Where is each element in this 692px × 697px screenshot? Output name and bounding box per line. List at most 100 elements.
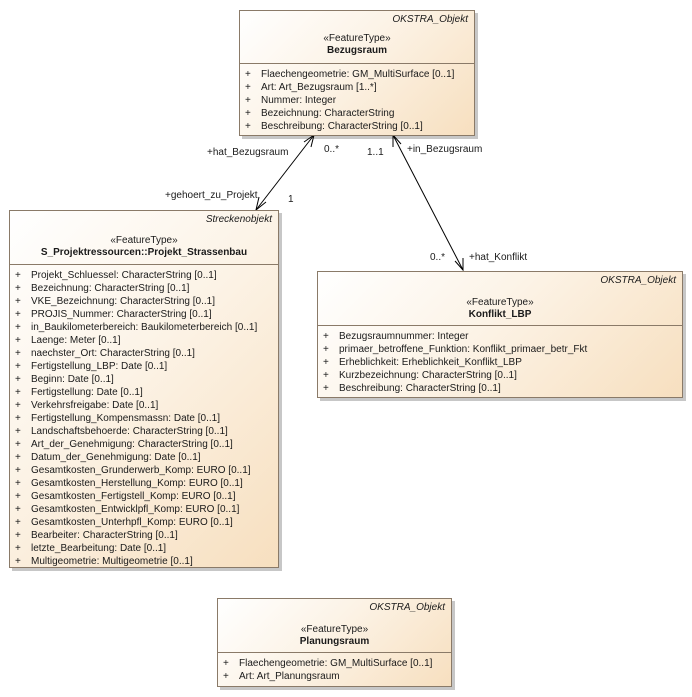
multiplicity-konflikt-end: 0..* bbox=[430, 252, 446, 263]
visibility-marker: + bbox=[245, 121, 251, 132]
attribute-text: Gesamtkosten_Entwicklpfl_Komp: EURO [0..… bbox=[31, 504, 240, 515]
visibility-marker: + bbox=[15, 530, 21, 541]
class-projekt-strassenbau[interactable]: Streckenobjekt «FeatureType» S_Projektre… bbox=[9, 210, 279, 568]
attribute-text: Fertigstellung: Date [0..1] bbox=[31, 387, 143, 398]
visibility-marker: + bbox=[15, 270, 21, 281]
visibility-marker: + bbox=[15, 413, 21, 424]
class-bezugsraum[interactable]: OKSTRA_Objekt «FeatureType» Bezugsraum +… bbox=[239, 10, 475, 136]
attribute-text: primaer_betroffene_Funktion: Konflikt_pr… bbox=[339, 344, 588, 355]
attribute-row[interactable]: +Bezugsraumnummer: Integer bbox=[318, 330, 682, 343]
parent-class-label: OKSTRA_Objekt bbox=[392, 14, 468, 25]
attribute-text: Bezeichnung: CharacterString bbox=[261, 108, 395, 119]
attribute-row[interactable]: +Laenge: Meter [0..1] bbox=[10, 334, 278, 347]
attribute-text: Datum_der_Genehmigung: Date [0..1] bbox=[31, 452, 201, 463]
visibility-marker: + bbox=[15, 504, 21, 515]
attribute-row[interactable]: +naechster_Ort: CharacterString [0..1] bbox=[10, 347, 278, 360]
attribute-row[interactable]: +Kurzbezeichnung: CharacterString [0..1] bbox=[318, 369, 682, 382]
attribute-row[interactable]: +primaer_betroffene_Funktion: Konflikt_p… bbox=[318, 343, 682, 356]
visibility-marker: + bbox=[323, 357, 329, 368]
attribute-row[interactable]: +Projekt_Schluessel: CharacterString [0.… bbox=[10, 269, 278, 282]
attribute-row[interactable]: +Beschreibung: CharacterString [0..1] bbox=[318, 382, 682, 395]
attribute-text: Art: Art_Planungsraum bbox=[239, 671, 340, 682]
attribute-row[interactable]: +letzte_Bearbeitung: Date [0..1] bbox=[10, 542, 278, 555]
attribute-text: Kurzbezeichnung: CharacterString [0..1] bbox=[339, 370, 517, 381]
attribute-text: Flaechengeometrie: GM_MultiSurface [0..1… bbox=[261, 69, 455, 80]
attribute-text: VKE_Bezeichnung: CharacterString [0..1] bbox=[31, 296, 215, 307]
class-header: OKSTRA_Objekt «FeatureType» Bezugsraum bbox=[240, 11, 474, 64]
role-hat-bezugsraum: +hat_Bezugsraum bbox=[207, 147, 289, 158]
attribute-list: +Bezugsraumnummer: Integer+primaer_betro… bbox=[318, 326, 682, 395]
visibility-marker: + bbox=[15, 400, 21, 411]
association-konflikt-bezugsraum[interactable] bbox=[392, 134, 464, 271]
attribute-row[interactable]: + Beginn: Date [0..1] bbox=[10, 373, 278, 386]
attribute-row[interactable]: +Gesamtkosten_Grunderwerb_Komp: EURO [0.… bbox=[10, 464, 278, 477]
visibility-marker: + bbox=[15, 387, 21, 398]
visibility-marker: + bbox=[15, 348, 21, 359]
class-planungsraum[interactable]: OKSTRA_Objekt «FeatureType» Planungsraum… bbox=[217, 598, 452, 687]
attribute-row[interactable]: +Bezeichnung: CharacterString bbox=[240, 107, 474, 120]
attribute-row[interactable]: +in_Baukilometerbereich: Baukilometerber… bbox=[10, 321, 278, 334]
association-projekt-bezugsraum[interactable] bbox=[255, 134, 315, 211]
visibility-marker: + bbox=[15, 283, 21, 294]
attribute-row[interactable]: + Beschreibung: CharacterString [0..1] bbox=[240, 120, 474, 133]
attribute-row[interactable]: +Erheblichkeit: Erheblichkeit_Konflikt_L… bbox=[318, 356, 682, 369]
attribute-list: +Projekt_Schluessel: CharacterString [0.… bbox=[10, 265, 278, 568]
stereotype-label: «FeatureType» bbox=[323, 33, 391, 44]
attribute-row[interactable]: +Bearbeiter: CharacterString [0..1] bbox=[10, 529, 278, 542]
multiplicity-projekt-end: 1 bbox=[288, 194, 294, 205]
attribute-row[interactable]: +Gesamtkosten_Herstellung_Komp: EURO [0.… bbox=[10, 477, 278, 490]
attribute-text: Beginn: Date [0..1] bbox=[31, 374, 114, 385]
multiplicity-konflikt-bezugsraum-end: 1..1 bbox=[367, 147, 384, 158]
attribute-row[interactable]: +Art: Art_Planungsraum bbox=[218, 670, 451, 683]
role-in-bezugsraum: +in_Bezugsraum bbox=[407, 144, 483, 155]
parent-class-label: OKSTRA_Objekt bbox=[600, 275, 676, 286]
attribute-row[interactable]: + VKE_Bezeichnung: CharacterString [0..1] bbox=[10, 295, 278, 308]
class-name: S_Projektressourcen::Projekt_Strassenbau bbox=[40, 247, 248, 258]
visibility-marker: + bbox=[15, 556, 21, 567]
attribute-row[interactable]: +Nummer: Integer bbox=[240, 94, 474, 107]
stereotype-label: «FeatureType» bbox=[110, 235, 178, 246]
visibility-marker: + bbox=[15, 543, 21, 554]
attribute-text: Fertigstellung_Kompensmassn: Date [0..1] bbox=[31, 413, 220, 424]
visibility-marker: + bbox=[323, 331, 329, 342]
attribute-row[interactable]: +PROJIS_Nummer: CharacterString [0..1] bbox=[10, 308, 278, 321]
attribute-text: Beschreibung: CharacterString [0..1] bbox=[261, 121, 423, 132]
stereotype-label: «FeatureType» bbox=[300, 624, 369, 635]
visibility-marker: + bbox=[15, 439, 21, 450]
class-name: Bezugsraum bbox=[326, 45, 387, 56]
role-gehoert-zu-projekt: +gehoert_zu_Projekt bbox=[165, 190, 258, 201]
class-header: OKSTRA_Objekt «FeatureType» Konflikt_LBP bbox=[318, 272, 682, 326]
attribute-row[interactable]: + Multigeometrie: Multigeometrie [0..1] bbox=[10, 555, 278, 568]
attribute-text: Gesamtkosten_Unterhpfl_Komp: EURO [0..1] bbox=[31, 517, 233, 528]
attribute-list: + Flaechengeometrie: GM_MultiSurface [0..… bbox=[240, 64, 474, 133]
arrowhead-konflikt-end bbox=[454, 258, 464, 272]
attribute-row[interactable]: +Landschaftsbehoerde: CharacterString [0… bbox=[10, 425, 278, 438]
visibility-marker: + bbox=[15, 296, 21, 307]
role-hat-konflikt: +hat_Konflikt bbox=[469, 252, 528, 263]
parent-class-label: Streckenobjekt bbox=[205, 214, 272, 225]
attribute-row[interactable]: +Bezeichnung: CharacterString [0..1] bbox=[10, 282, 278, 295]
visibility-marker: + bbox=[245, 82, 251, 93]
attribute-row[interactable]: + Fertigstellung_Kompensmassn: Date [0..1… bbox=[10, 412, 278, 425]
class-name: Konflikt_LBP bbox=[468, 309, 532, 320]
visibility-marker: + bbox=[223, 658, 229, 669]
attribute-row[interactable]: +Art: Art_Bezugsraum [1..*] bbox=[240, 81, 474, 94]
attribute-row[interactable]: +Datum_der_Genehmigung: Date [0..1] bbox=[10, 451, 278, 464]
attribute-row[interactable]: +Art_der_Genehmigung: CharacterString [0… bbox=[10, 438, 278, 451]
class-konflikt-lbp[interactable]: OKSTRA_Objekt «FeatureType» Konflikt_LBP… bbox=[317, 271, 683, 398]
visibility-marker: + bbox=[15, 465, 21, 476]
attribute-row[interactable]: +Flaechengeometrie: GM_MultiSurface [0..… bbox=[240, 68, 474, 81]
attribute-list: +Flaechengeometrie: GM_MultiSurface [0..… bbox=[218, 653, 451, 683]
attribute-row[interactable]: +Gesamtkosten_Unterhpfl_Komp: EURO [0..1… bbox=[10, 516, 278, 529]
attribute-text: Landschaftsbehoerde: CharacterString [0.… bbox=[31, 426, 228, 437]
attribute-text: Multigeometrie: Multigeometrie [0..1] bbox=[31, 556, 193, 567]
multiplicity-projekt-bezugsraum-end: 0..* bbox=[324, 144, 340, 155]
attribute-row[interactable]: +Gesamtkosten_Fertigstell_Komp: EURO [0.… bbox=[10, 490, 278, 503]
attribute-row[interactable]: + Fertigstellung: Date [0..1] bbox=[10, 386, 278, 399]
visibility-marker: + bbox=[15, 374, 21, 385]
attribute-text: Beschreibung: CharacterString [0..1] bbox=[339, 383, 501, 394]
attribute-row[interactable]: +Flaechengeometrie: GM_MultiSurface [0..… bbox=[218, 657, 451, 670]
attribute-row[interactable]: +Verkehrsfreigabe: Date [0..1] bbox=[10, 399, 278, 412]
attribute-row[interactable]: +Fertigstellung_LBP: Date [0..1] bbox=[10, 360, 278, 373]
attribute-row[interactable]: + Gesamtkosten_Entwicklpfl_Komp: EURO [0.… bbox=[10, 503, 278, 516]
